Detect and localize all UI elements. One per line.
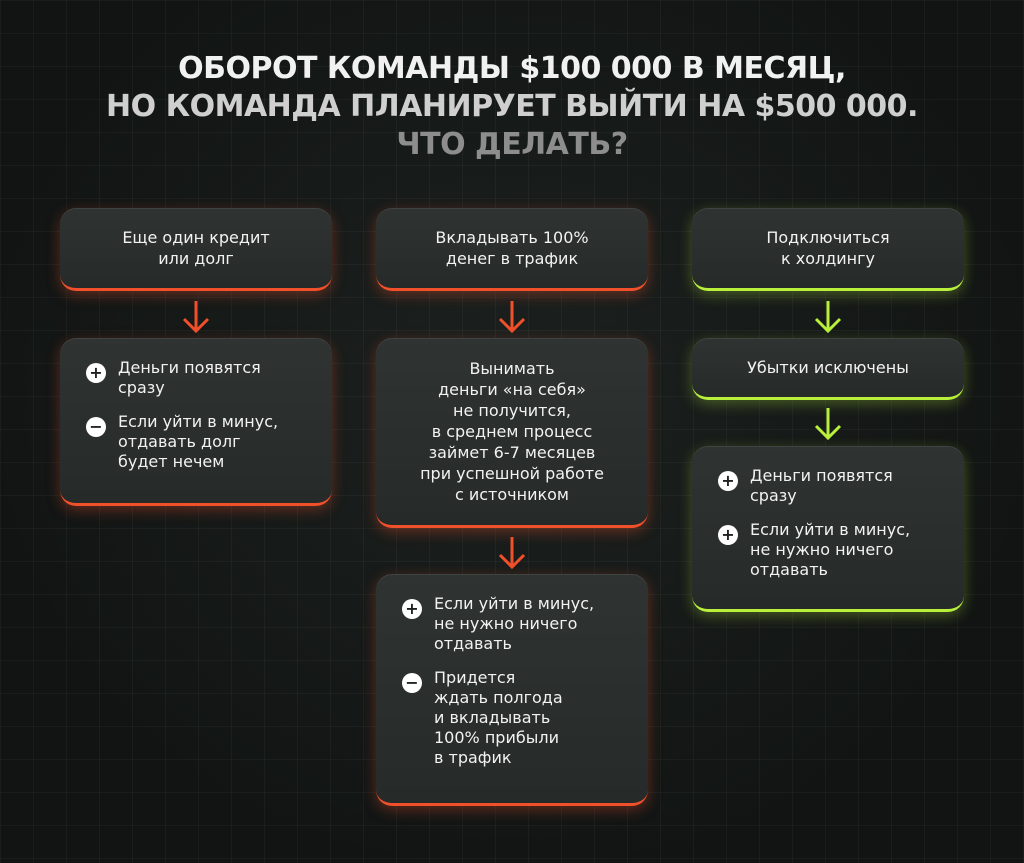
col1-detail-list: + Деньги появятся сразу − Если уйти в ми…: [60, 338, 332, 472]
plus-icon: +: [86, 363, 106, 383]
col1-arrow-down-icon: [182, 301, 210, 334]
item-text-line: Если уйти в минус,: [118, 412, 279, 431]
title-line-1: ОБОРОТ КОМАНДЫ $100 000 В МЕСЯЦ,: [178, 51, 846, 86]
item-text-line: в трафик: [434, 748, 512, 767]
middle-text-line: деньги «на себя»: [438, 380, 586, 399]
middle-text-line: не получится,: [452, 401, 571, 420]
col3-arrow-down-icon-2: [814, 408, 842, 441]
col2-header-line-1: Вкладывать 100%: [435, 228, 589, 247]
middle-text-line: при успешной работе: [420, 464, 604, 483]
col3-detail-card: + Деньги появятся сразу + Если уйти в ми…: [692, 446, 964, 612]
plus-icon: +: [718, 471, 738, 491]
col1-detail-card: + Деньги появятся сразу − Если уйти в ми…: [60, 338, 332, 506]
item-text-line: будет нечем: [118, 452, 225, 471]
col2-arrow-down-icon-2: [498, 537, 526, 570]
item-text-line: Деньги появятся: [118, 358, 261, 377]
item-text-line: сразу: [118, 378, 165, 397]
list-item: − Придется ждать полгода и вкладывать 10…: [402, 668, 628, 768]
item-text-line: не нужно ничего: [750, 540, 894, 559]
item-text-line: отдавать долг: [118, 432, 241, 451]
col3-header-line-2: к холдингу: [780, 249, 875, 268]
item-text-line: Если уйти в минус,: [434, 594, 595, 613]
col1-header-line-2: или долг: [158, 249, 234, 268]
item-text-line: Придется: [434, 668, 516, 687]
middle-text-line: Вынимать: [469, 359, 555, 378]
col1-header-line-1: Еще один кредит: [122, 228, 270, 247]
item-text-line: отдавать: [434, 634, 512, 653]
title-line-3: ЧТО ДЕЛАТЬ?: [396, 127, 628, 162]
item-text-line: не нужно ничего: [434, 614, 578, 633]
col3-arrow-down-icon-1: [814, 301, 842, 334]
col3-middle-card: Убытки исключены: [692, 338, 964, 400]
col3-detail-list: + Деньги появятся сразу + Если уйти в ми…: [692, 446, 964, 580]
item-text-line: отдавать: [750, 560, 828, 579]
list-item: + Деньги появятся сразу: [718, 466, 944, 506]
col2-header-card: Вкладывать 100% денег в трафик: [376, 208, 648, 291]
list-item: + Если уйти в минус, не нужно ничего отд…: [402, 594, 628, 654]
col2-detail-list: + Если уйти в минус, не нужно ничего отд…: [376, 574, 648, 768]
list-item: + Деньги появятся сразу: [86, 358, 312, 398]
middle-text-line: в среднем процесс: [431, 422, 593, 441]
item-text-line: ждать полгода: [434, 688, 563, 707]
col3-header-line-1: Подключиться: [766, 228, 890, 247]
col2-middle-card: Вынимать деньги «на себя» не получится, …: [376, 338, 648, 528]
minus-icon: −: [402, 673, 422, 693]
page-title: ОБОРОТ КОМАНДЫ $100 000 В МЕСЯЦ, НО КОМА…: [0, 50, 1024, 164]
col3-header-card: Подключиться к холдингу: [692, 208, 964, 291]
item-text-line: и вкладывать: [434, 708, 551, 727]
col2-detail-card: + Если уйти в минус, не нужно ничего отд…: [376, 574, 648, 806]
plus-icon: +: [718, 525, 738, 545]
middle-text-line: с источником: [454, 485, 569, 504]
item-text-line: Если уйти в минус,: [750, 520, 911, 539]
middle-text-line: займет 6-7 месяцев: [428, 443, 596, 462]
col3-middle-text: Убытки исключены: [747, 358, 909, 377]
col2-arrow-down-icon-1: [498, 301, 526, 334]
col2-header-line-2: денег в трафик: [445, 249, 579, 268]
plus-icon: +: [402, 599, 422, 619]
title-line-2: НО КОМАНДА ПЛАНИРУЕТ ВЫЙТИ НА $500 000.: [106, 89, 918, 124]
item-text-line: Деньги появятся: [750, 466, 893, 485]
col1-header-card: Еще один кредит или долг: [60, 208, 332, 291]
item-text-line: 100% прибыли: [434, 728, 559, 747]
minus-icon: −: [86, 417, 106, 437]
list-item: − Если уйти в минус, отдавать долг будет…: [86, 412, 312, 472]
list-item: + Если уйти в минус, не нужно ничего отд…: [718, 520, 944, 580]
item-text-line: сразу: [750, 486, 797, 505]
